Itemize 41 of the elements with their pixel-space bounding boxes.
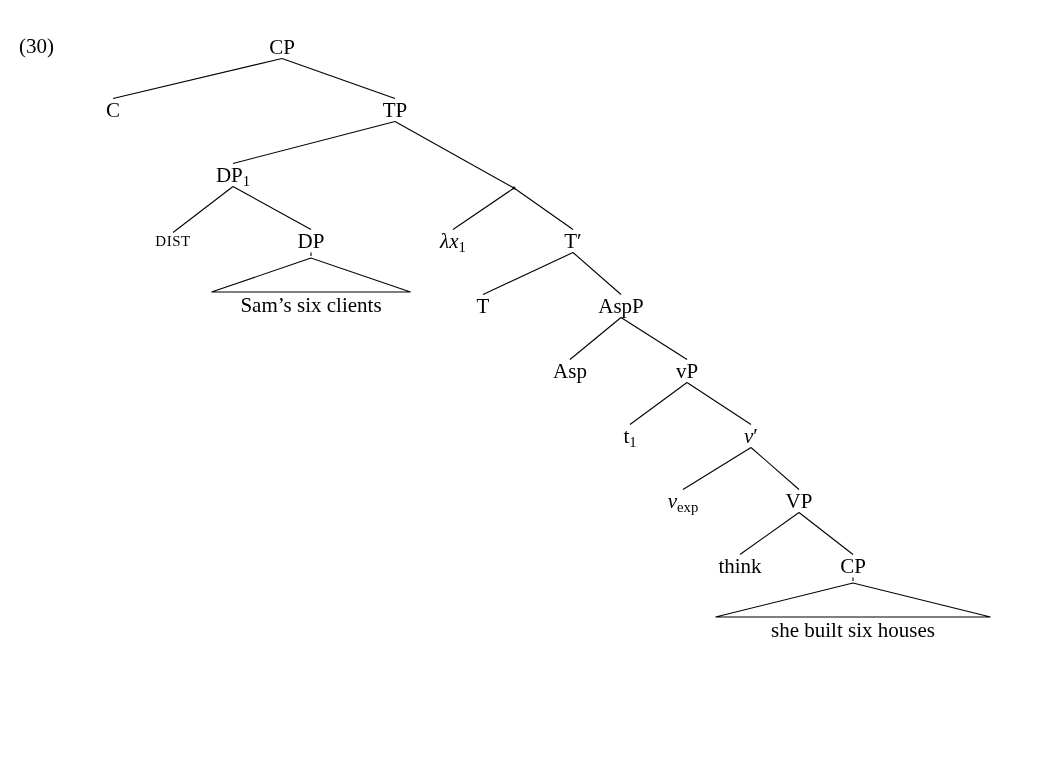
node-label: C [106,99,120,121]
tree-branch [750,446,800,491]
node-label: Asp [553,360,587,382]
tree-branch [394,120,515,189]
tree-branch [513,187,574,231]
node-label: DP$_{1}$ [215,164,251,186]
tree-branch [739,511,800,556]
node-label: Sam’s six clients [240,295,382,316]
tree-branch [172,185,234,234]
branch-point [512,186,516,190]
tree-branch [112,57,283,100]
tree-branch [310,251,312,257]
node-label: T [476,295,490,317]
tree-branch [482,251,574,296]
node-label: VP [785,490,813,512]
node-label: λx$_{1}$ [440,230,466,252]
tree-branch [232,120,396,165]
tree-branch [452,187,515,231]
node-label: t$_{1}$ [623,425,637,447]
tree-branch [569,316,622,361]
node-label: CP [840,555,866,577]
tree-branch [281,57,396,100]
example-number: (30) [19,36,54,57]
node-label: CP [269,36,295,58]
tree-branch [682,446,752,491]
node-label: AspP [598,295,644,317]
tree-branch [686,381,752,426]
tree-branch [629,381,688,426]
node-label: T′ [564,230,582,252]
node-label: DIST [155,233,191,249]
node-label: think [718,555,762,577]
node-label: she built six houses [771,620,935,641]
node-label: DP [297,230,325,252]
tree-branch [572,251,622,296]
tree-branch [852,576,854,582]
node-label: TP [382,99,408,121]
tree-branch [798,511,854,556]
node-label: vP [675,360,699,382]
node-label: v′ [744,425,758,447]
tree-branch [232,185,312,231]
tree-branch [620,316,688,361]
